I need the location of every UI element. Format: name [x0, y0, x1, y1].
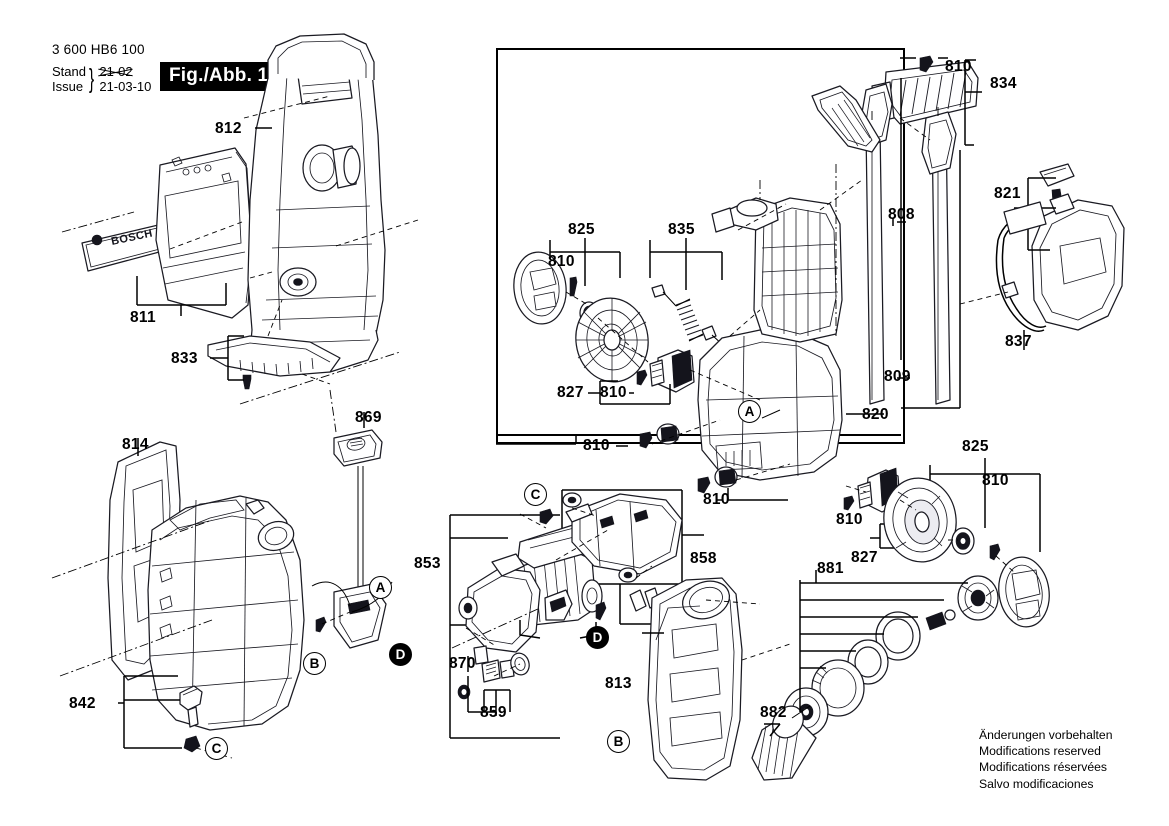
part-label-835: 835 [668, 221, 695, 238]
stand-label: Stand [52, 64, 86, 79]
callout-c-fitting: C [205, 737, 228, 760]
part-label-869: 869 [355, 409, 382, 426]
tank-assembly [51, 412, 393, 759]
part-label-810-top: 810 [945, 58, 972, 75]
part-label-821: 821 [994, 185, 1021, 202]
part-label-827-right: 827 [851, 549, 878, 566]
part-label-820: 820 [862, 406, 889, 423]
issue-label: Issue [52, 78, 84, 94]
revision-block: Stand Issue } 21-02 21-03-10 [52, 63, 152, 94]
callout-d-cable: D [389, 643, 412, 666]
part-label-827-left: 827 [557, 384, 584, 401]
brace-glyph: } [88, 63, 95, 94]
legal-line-es: Salvo modificaciones [979, 776, 1094, 791]
figure-badge: Fig./Abb. 1 [160, 62, 278, 91]
part-label-808: 808 [888, 206, 915, 223]
part-label-834: 834 [990, 75, 1017, 92]
part-label-813: 813 [605, 675, 632, 692]
legal-line-de: Änderungen vorbehalten [979, 728, 1113, 742]
part-label-882: 882 [760, 704, 787, 721]
document-number: 3 600 HB6 100 [52, 42, 145, 57]
legal-line-en: Modifications reserved [979, 744, 1101, 759]
callout-b-cover: B [607, 730, 630, 753]
callout-b-tank: B [303, 652, 326, 675]
current-date: 21-03-10 [99, 78, 152, 94]
part-label-811: 811 [130, 309, 156, 326]
part-label-810-825-right: 810 [982, 472, 1009, 489]
callout-a-left: A [369, 576, 392, 599]
callout-a-top: A [738, 400, 761, 423]
part-label-810-827-left: 810 [600, 384, 627, 401]
part-label-853: 853 [414, 555, 441, 572]
part-label-812: 812 [215, 120, 242, 137]
part-label-881: 881 [817, 560, 844, 577]
hose-hanger-assembly [959, 163, 1125, 350]
superseded-date: 21-02 [99, 64, 133, 79]
part-label-870: 870 [449, 655, 476, 672]
part-label-842: 842 [69, 695, 96, 712]
part-label-825-left: 825 [568, 221, 595, 238]
part-label-825-right: 825 [962, 438, 989, 455]
part-label-810-lower: 810 [583, 437, 610, 454]
part-label-833: 833 [171, 350, 198, 367]
part-label-809: 809 [884, 368, 911, 385]
callout-d-motor: D [586, 626, 609, 649]
part-label-858: 858 [690, 550, 717, 567]
svg-text:BOSCH: BOSCH [110, 227, 154, 248]
part-label-859: 859 [480, 704, 507, 721]
assembly-group-divider [496, 434, 901, 436]
legal-line-fr: Modifications réservées [979, 760, 1108, 775]
part-label-810-825-left: 810 [548, 253, 575, 270]
part-label-810-base: 810 [703, 491, 730, 508]
legal-notice: Änderungen vorbehalten Modifications res… [979, 727, 1113, 792]
callout-c-pump: C [524, 483, 547, 506]
part-label-810-827-right: 810 [836, 511, 863, 528]
part-label-814: 814 [122, 436, 149, 453]
document-header: 3 600 HB6 100 Stand Issue } 21-02 21-03-… [52, 42, 151, 94]
part-label-837: 837 [1005, 333, 1032, 350]
